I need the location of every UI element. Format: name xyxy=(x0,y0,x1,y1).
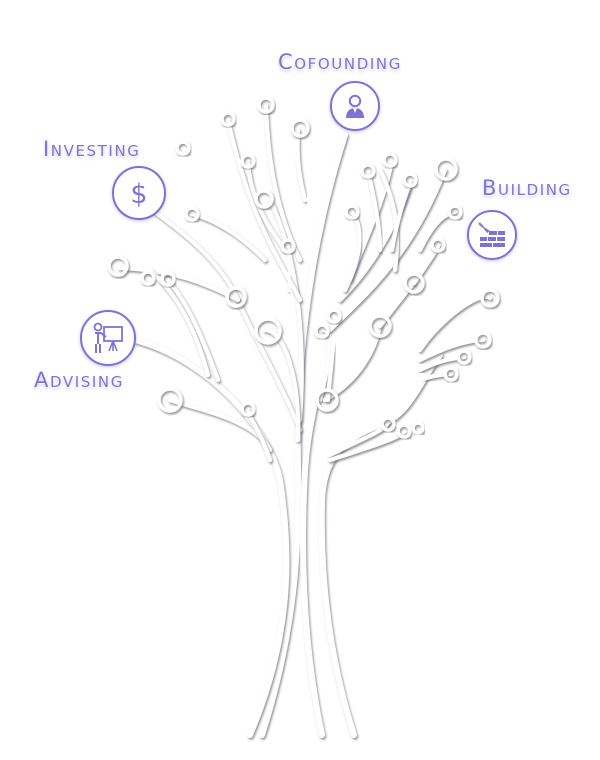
building-badge[interactable] xyxy=(467,210,517,260)
cofounding-label: Cofounding xyxy=(278,50,402,74)
investing-badge[interactable]: $ xyxy=(112,166,166,220)
tree-branches xyxy=(117,102,493,463)
advising-label: Advising xyxy=(34,368,124,392)
cofounding-badge[interactable] xyxy=(330,81,380,131)
bricks-trowel-icon xyxy=(478,222,505,247)
advising-badge[interactable] xyxy=(80,310,136,366)
tree-nodes xyxy=(107,96,500,439)
person-icon xyxy=(346,94,364,118)
svg-text:$: $ xyxy=(130,179,147,210)
tree-trunk xyxy=(132,132,443,738)
presentation-icon xyxy=(93,322,123,353)
building-label: Building xyxy=(482,176,572,200)
investing-label: Investing xyxy=(43,137,141,161)
dollar-icon: $ xyxy=(130,179,147,210)
